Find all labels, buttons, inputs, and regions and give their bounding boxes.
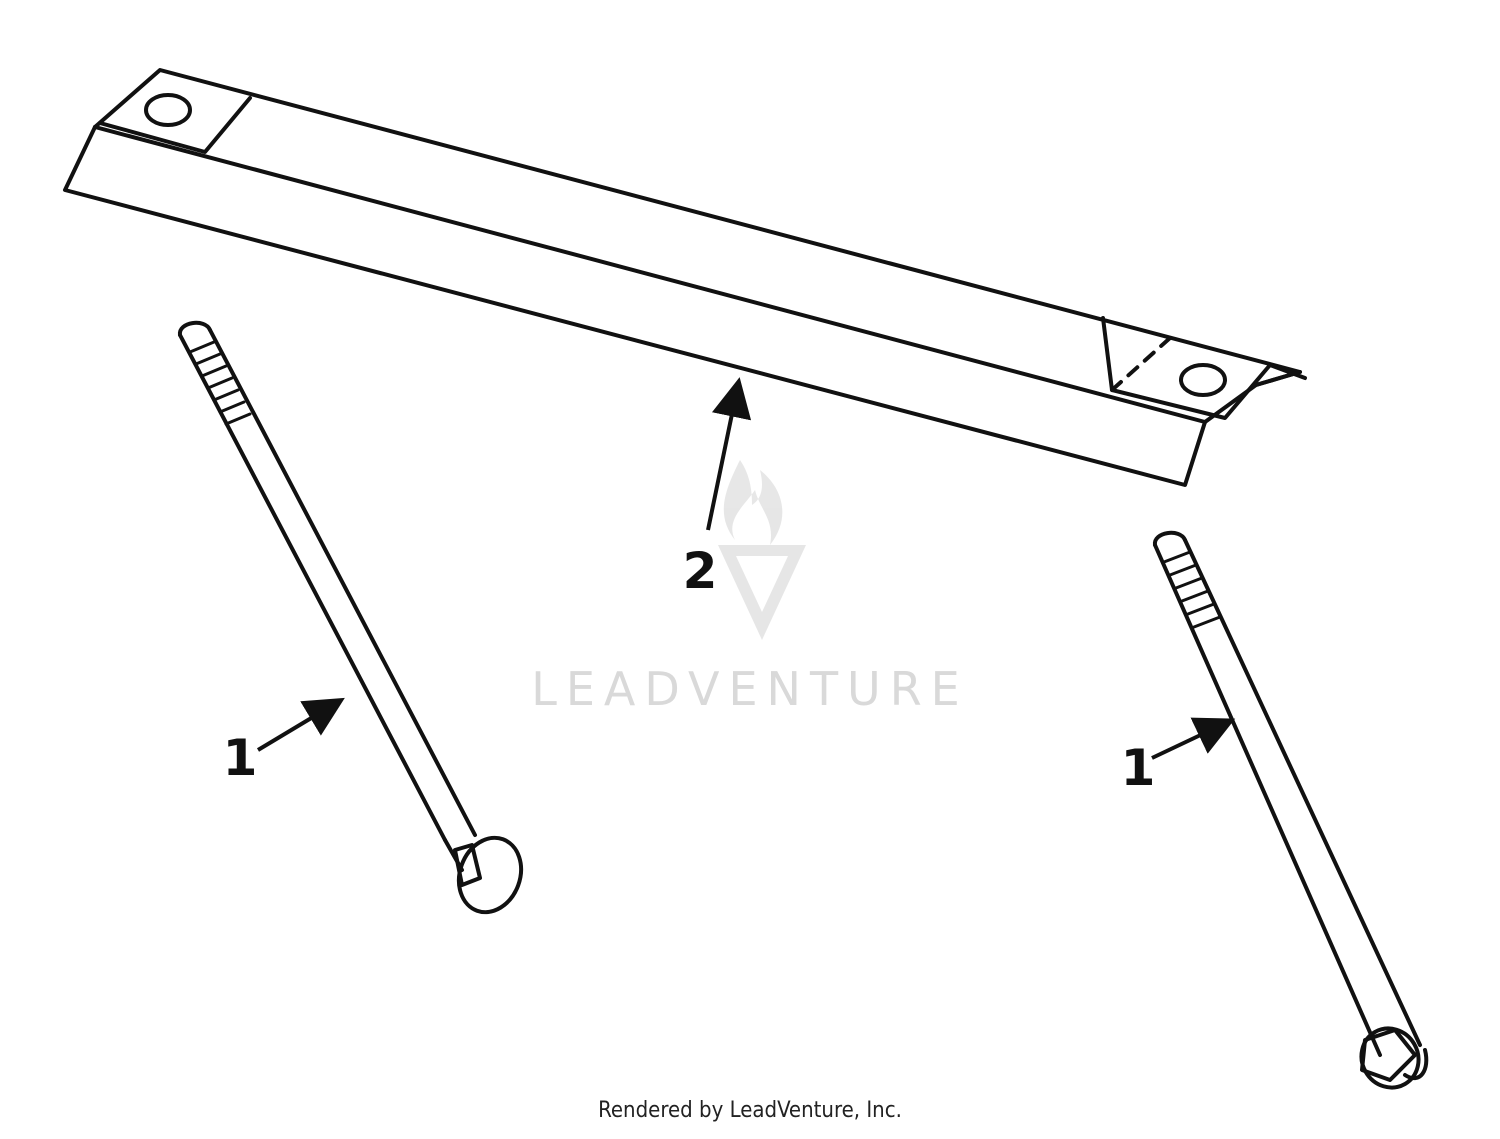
callout-label-right-bolt: 1 — [1121, 739, 1156, 797]
right-mounting-hole — [1179, 363, 1227, 397]
render-credit-footer: Rendered by LeadVenture, Inc. — [598, 1098, 902, 1123]
right-carriage-bolt — [1153, 530, 1429, 1090]
callout-label-bracket: 2 — [683, 542, 718, 600]
bracket-part — [63, 68, 1307, 487]
callout-label-left-bolt: 1 — [223, 729, 258, 787]
callout-arrow-bracket — [706, 377, 752, 531]
left-mounting-hole — [144, 93, 192, 127]
callout-arrow-left-bolt — [256, 697, 345, 752]
left-carriage-bolt — [178, 320, 524, 915]
leadventure-watermark-logo — [718, 460, 806, 640]
callout-arrow-right-bolt — [1151, 717, 1236, 760]
watermark-text: LEADVENTURE — [531, 662, 969, 716]
